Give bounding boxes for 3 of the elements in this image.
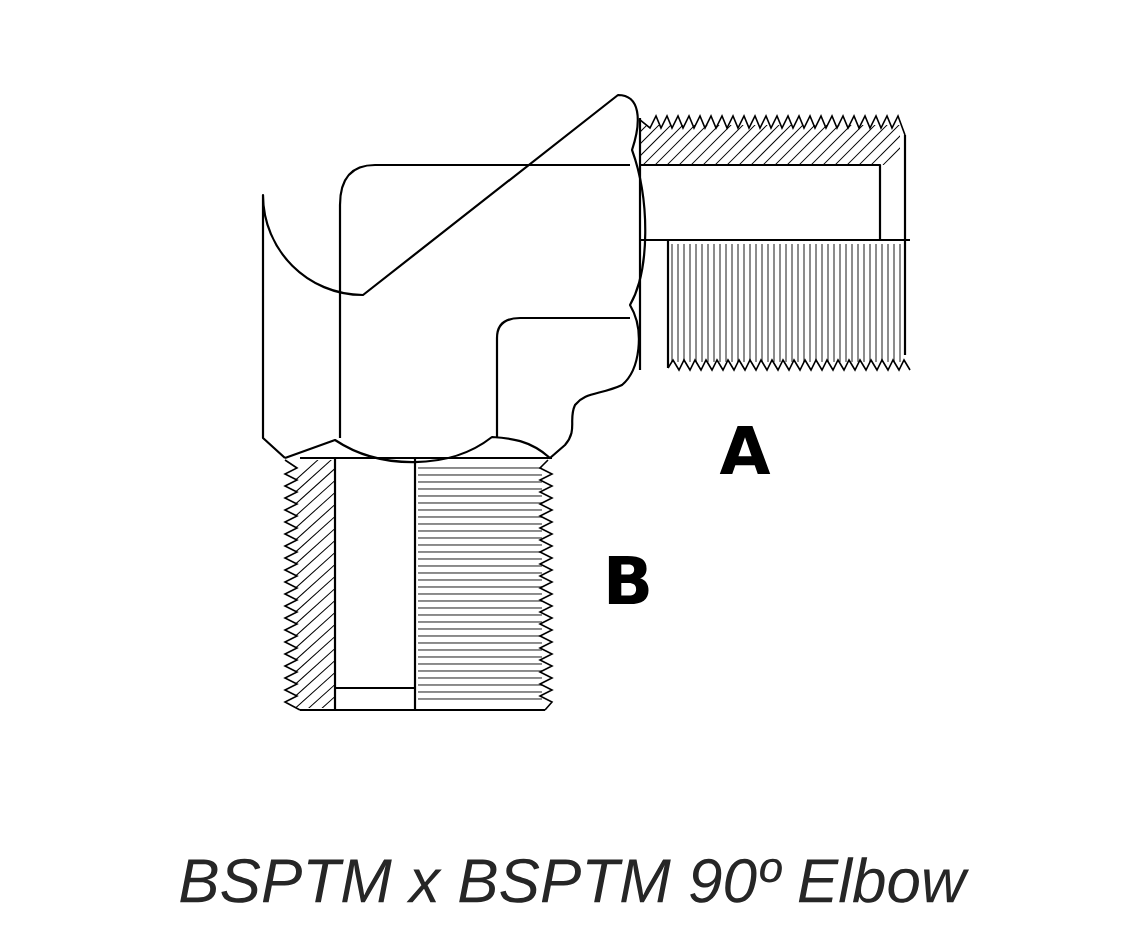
port-label: A bbox=[719, 425, 771, 475]
port-label: B bbox=[608, 555, 649, 605]
caption: BSPTM x BSPTM 90º Elbow bbox=[180, 857, 970, 903]
